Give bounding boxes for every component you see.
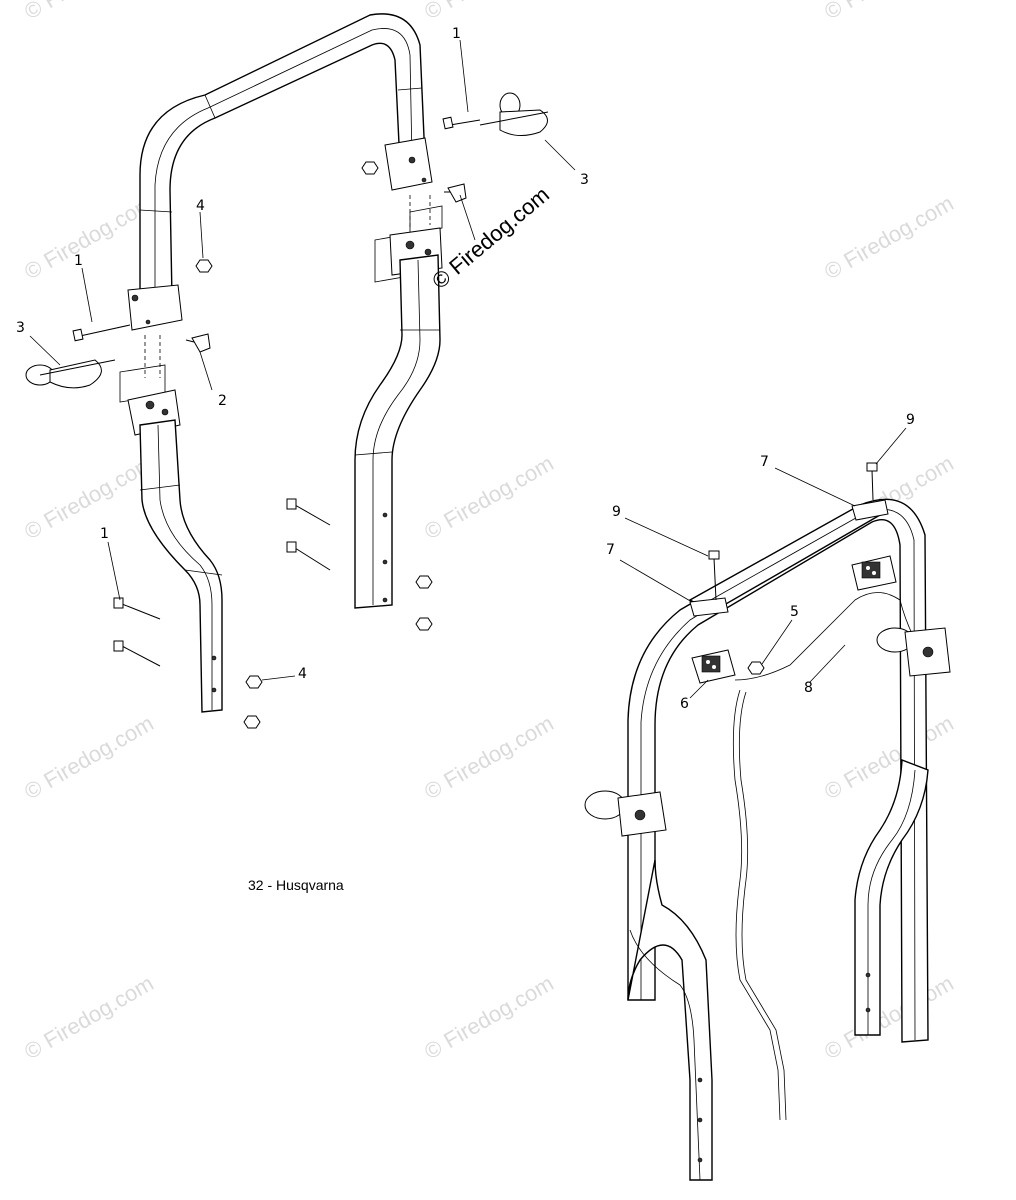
diagram-caption: 32 - Husqvarna	[248, 877, 344, 893]
callout-4: 4	[196, 198, 205, 214]
hitch-pin	[584, 790, 667, 837]
work-light-6	[691, 649, 736, 684]
assembled-rollbar-with-lights	[584, 462, 951, 1181]
callout-5: 5	[790, 604, 799, 620]
callout-labels: 1 1 1 2 3 3 4 4 9 9 7 7 5 6 8	[16, 26, 915, 712]
watermark-overlay: © Firedog.com	[427, 182, 554, 294]
callout-2: 2	[218, 393, 227, 409]
callout-6: 6	[680, 696, 689, 712]
watermark: © Firedog.com	[20, 450, 158, 544]
callout-9: 9	[612, 504, 621, 520]
callout-1: 1	[74, 253, 83, 269]
watermark: © Firedog.com	[20, 710, 158, 804]
callout-7: 7	[606, 542, 615, 558]
callout-1: 1	[452, 26, 461, 42]
hitch-pin-3	[25, 359, 116, 389]
callout-7: 7	[760, 454, 769, 470]
watermark: © Firedog.com	[820, 190, 958, 284]
leader-lines-right	[619, 427, 907, 699]
hitch-pin-3	[479, 92, 549, 136]
bolt-1	[286, 498, 331, 571]
work-light-6	[851, 555, 897, 591]
exploded-rollbar-assembly	[25, 13, 549, 729]
callout-3: 3	[580, 172, 589, 188]
lower-right-leg	[354, 227, 443, 609]
watermark: © Firedog.com	[20, 190, 158, 284]
nut-5	[747, 661, 765, 675]
callout-4: 4	[298, 666, 307, 682]
lower-left-leg	[127, 389, 223, 713]
watermark: © Firedog.com	[820, 710, 958, 804]
hitch-pin	[876, 627, 951, 677]
callout-8: 8	[804, 680, 813, 696]
watermark: © Firedog.com	[820, 0, 958, 24]
upper-hoop	[127, 13, 433, 331]
watermark: © Firedog.com	[420, 970, 558, 1064]
watermark: © Firedog.com	[420, 450, 558, 544]
callout-1: 1	[100, 526, 109, 542]
bolt-1	[442, 116, 481, 130]
bolt-1	[72, 324, 131, 342]
leader-lines-left	[29, 39, 576, 681]
knob-2	[185, 183, 467, 353]
watermark: © Firedog.com	[420, 710, 558, 804]
callout-9: 9	[906, 412, 915, 428]
nut-4	[195, 161, 433, 729]
watermark: © Firedog.com	[20, 970, 158, 1064]
watermark: © Firedog.com	[420, 0, 558, 24]
watermark: © Firedog.com	[820, 970, 958, 1064]
callout-3: 3	[16, 320, 25, 336]
bolt-1	[113, 597, 161, 667]
watermark: © Firedog.com	[20, 0, 158, 24]
